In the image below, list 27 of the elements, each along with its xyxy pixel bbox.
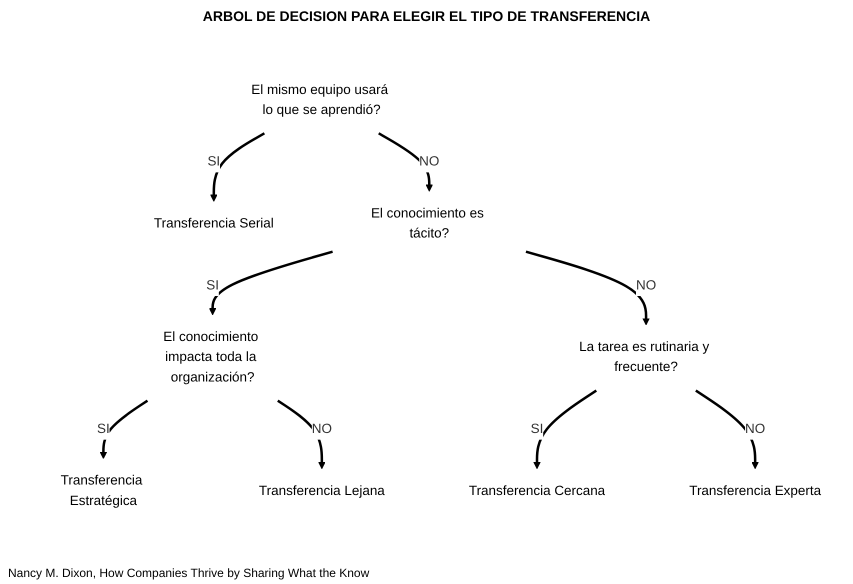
node-text: La tarea es rutinaria y frecuente? <box>579 340 710 375</box>
edge-label: SI <box>207 154 220 170</box>
arrow <box>695 390 759 470</box>
node-text: Transferencia Estratégica <box>60 474 142 508</box>
node-text: Transferencia Serial <box>154 216 274 231</box>
arrow <box>277 400 326 470</box>
title: ARBOL DE DECISION PARA ELEGIR EL TIPO DE TRANSFERENCIA <box>202 8 650 24</box>
arrow <box>378 132 433 192</box>
node-text: Transferencia Lejana <box>258 484 385 498</box>
node-text: El conocimiento es tácito? <box>370 206 484 241</box>
node-text: Transferencia Experta <box>689 484 822 498</box>
edge-label: NO <box>419 154 440 170</box>
caption: Nancy M. Dixon, How Companies Thrive by Sharing What the Know <box>8 566 370 580</box>
arrow <box>533 390 598 470</box>
edge-label: SI <box>530 422 544 436</box>
arrow <box>100 400 148 459</box>
arrow <box>208 250 333 316</box>
edge-label: NO <box>636 278 656 293</box>
node-text: El mismo equipo usará lo que se aprendió? <box>251 82 388 118</box>
arrow <box>526 250 650 326</box>
edge-label: SI <box>97 422 110 436</box>
edge-label: NO <box>312 422 332 436</box>
node-text: El conocimiento impacta toda la organización? <box>163 330 258 385</box>
node-text: Transferencia Cercana <box>468 484 606 498</box>
edge-label: NO <box>745 422 766 436</box>
arrow <box>210 132 266 202</box>
edge-label: SI <box>206 278 219 293</box>
